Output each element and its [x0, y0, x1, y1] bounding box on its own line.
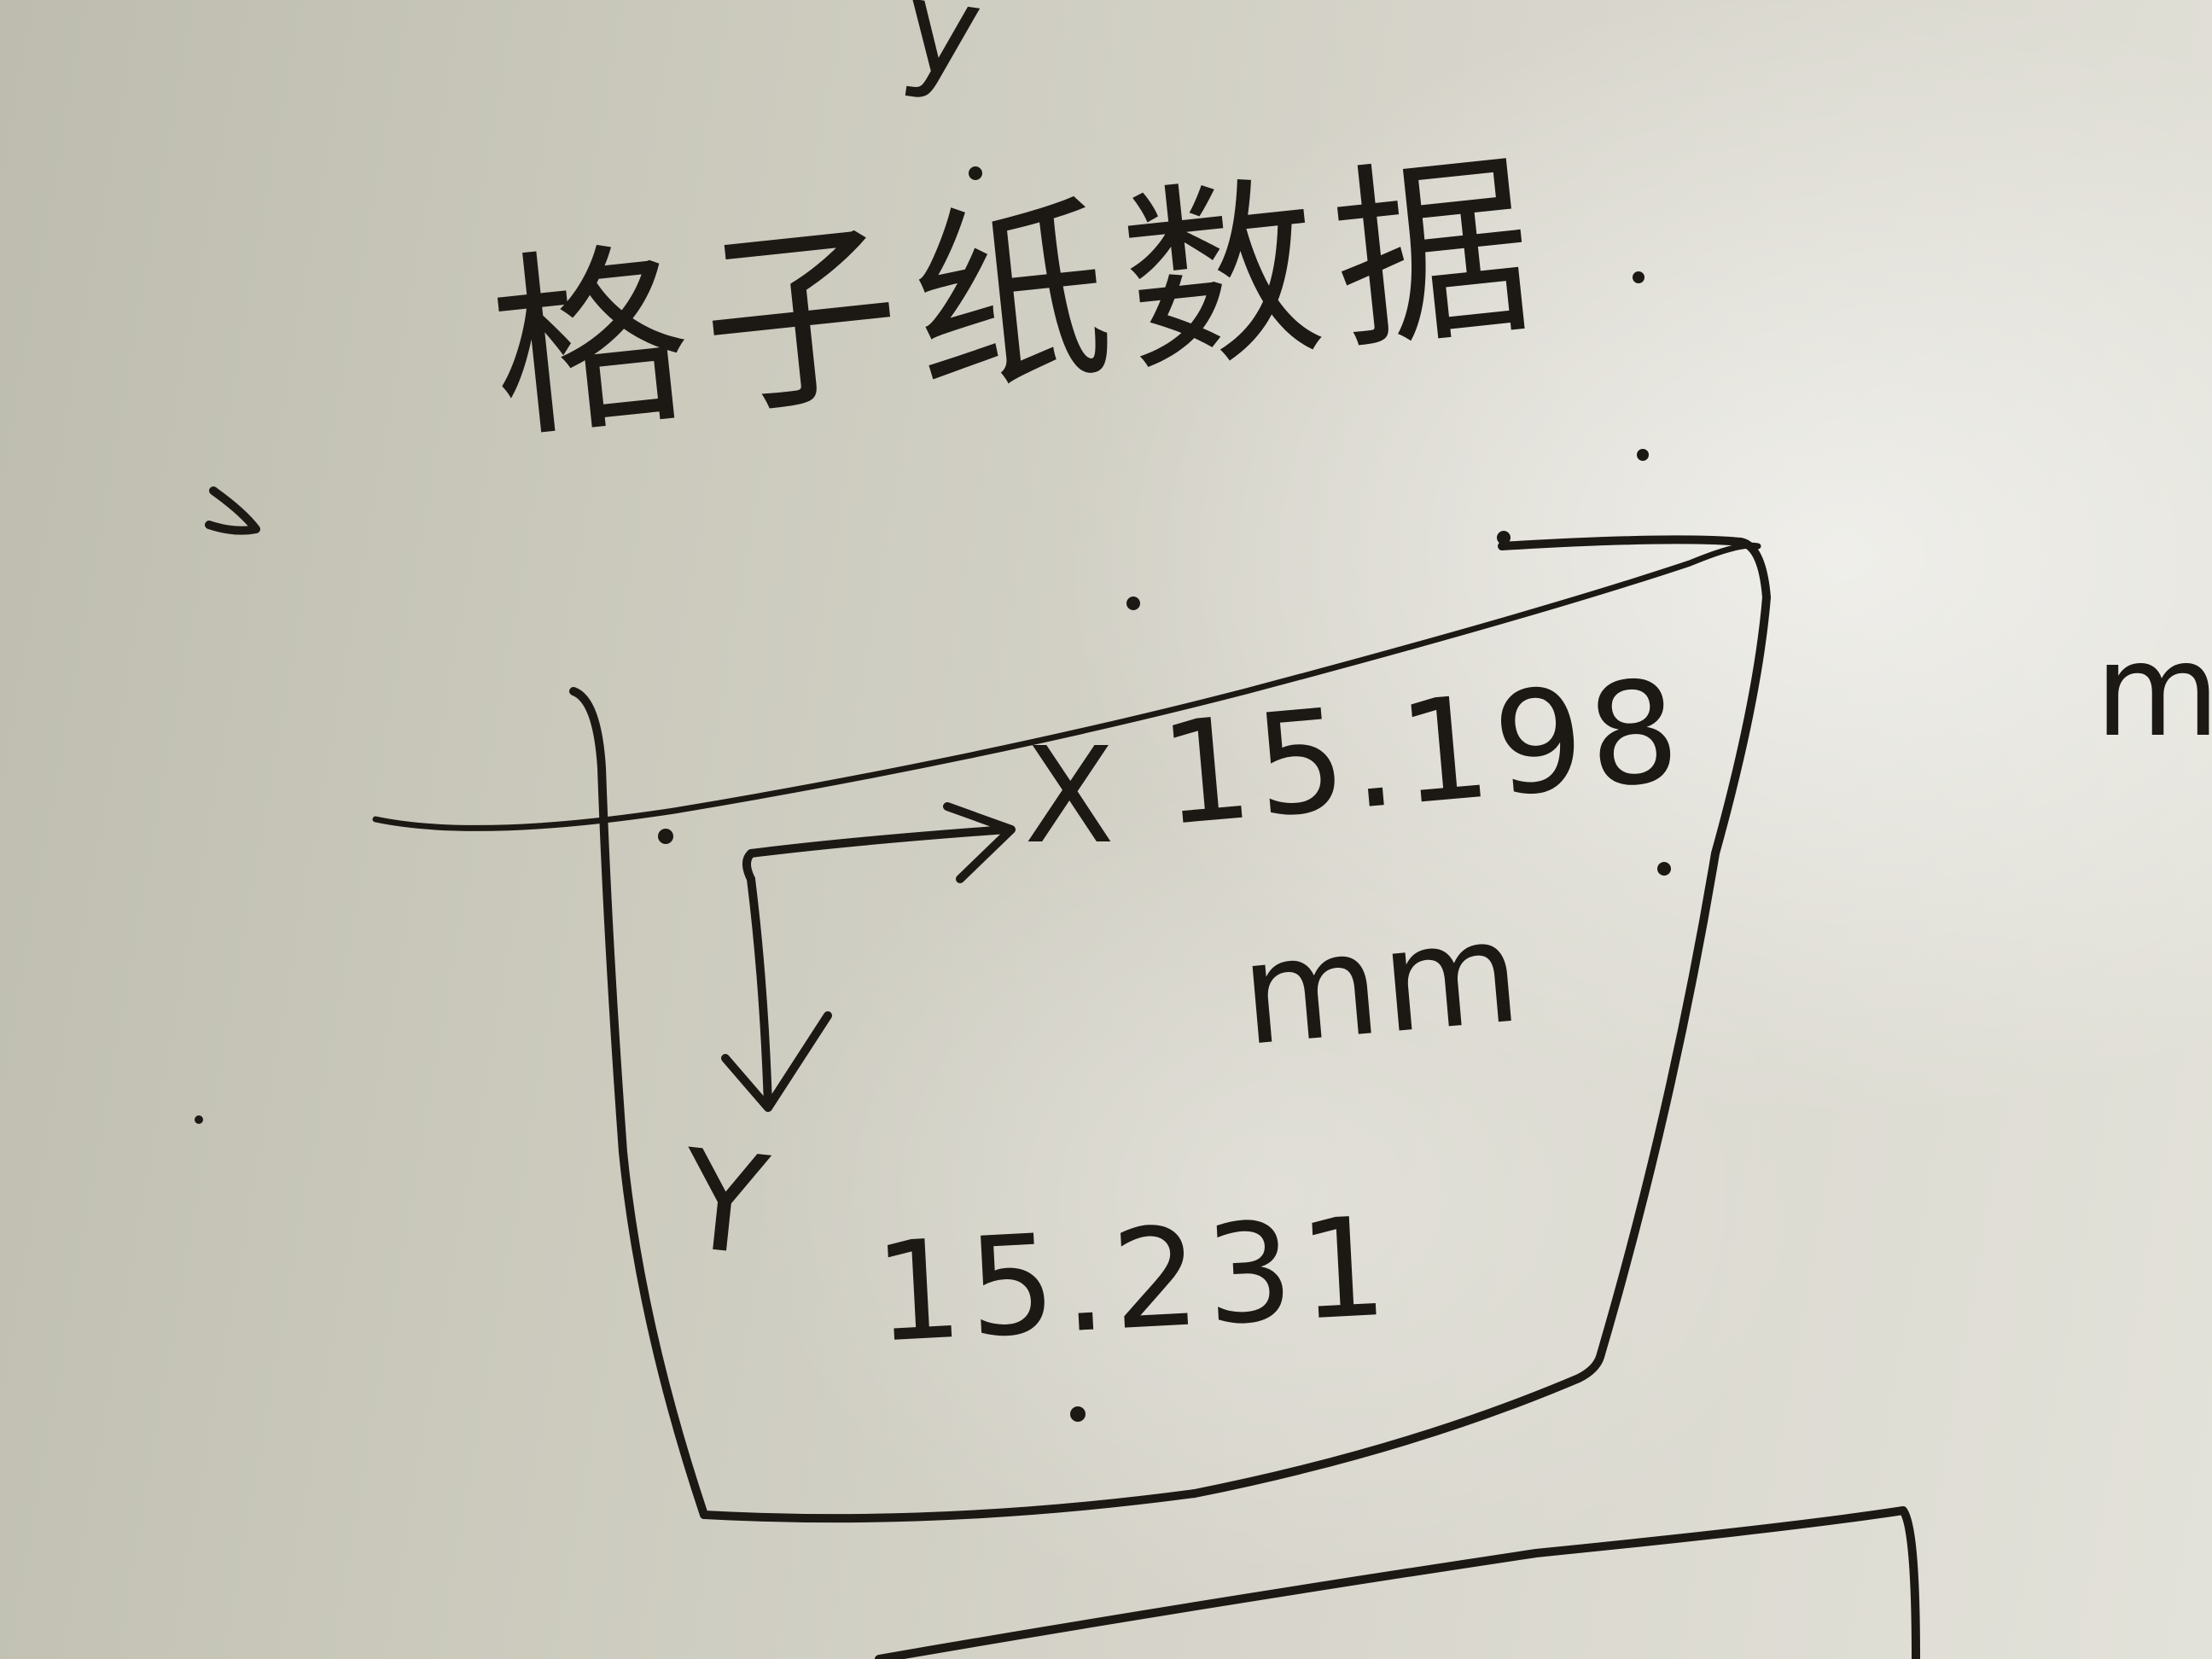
data-box-outline	[569, 535, 1771, 1523]
ink-dot	[658, 829, 673, 844]
x-axis-label: X	[1024, 719, 1115, 873]
ink-dot	[1633, 271, 1644, 283]
y-axis-arrow	[747, 875, 772, 1109]
x-axis-arrow	[742, 825, 1011, 883]
ink-dot	[969, 166, 982, 180]
ink-smudge	[205, 486, 260, 535]
ink-dot	[195, 1115, 203, 1124]
ink-dot	[1657, 862, 1671, 876]
curved-rule-line	[372, 542, 1761, 831]
y-arrow-head-icon	[721, 1011, 832, 1112]
ink-dot	[1497, 531, 1511, 544]
unit-label: mm	[1235, 889, 1530, 1077]
x-arrow-head-icon	[943, 802, 1016, 883]
ink-dot	[1637, 449, 1649, 461]
y-axis-label: Y	[674, 1119, 775, 1287]
y-value: 15.231	[870, 1186, 1398, 1373]
edge-unit-fragment: mr	[2095, 617, 2212, 765]
ink-dot	[1070, 1406, 1086, 1422]
ink-dot	[1126, 597, 1140, 610]
x-value: 15.198	[1154, 648, 1691, 858]
lower-box-outline	[875, 1506, 1920, 1659]
